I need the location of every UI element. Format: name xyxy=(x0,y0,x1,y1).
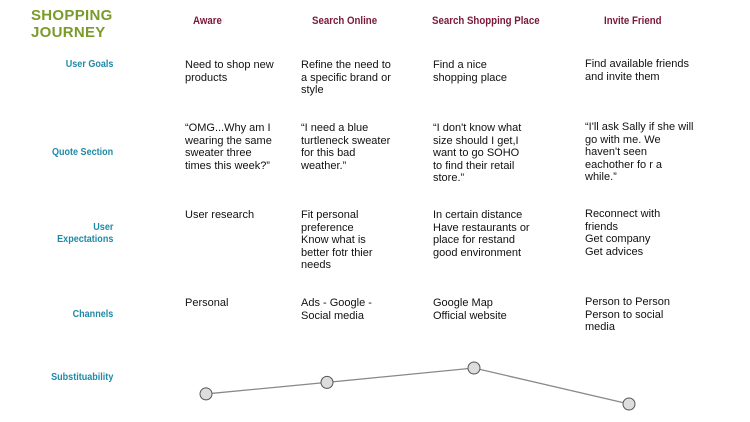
cell-user-goals-invite-friend: Find available friends and invite them xyxy=(585,58,735,83)
cell-text: Reconnect with friends Get company Get a… xyxy=(585,208,661,258)
cell-expectations-search-shopping-place: In certain distance Have restaurants or … xyxy=(433,209,563,259)
row-label-user-expectations-line-1: User xyxy=(92,221,113,233)
row-label-user-goals: User Goals xyxy=(65,58,113,70)
cell-channels-aware: Personal xyxy=(185,297,295,310)
cell-text: Person to Person Person to social media xyxy=(585,296,670,334)
cell-quote-search-online: “I need a blue turtleneck sweater for th… xyxy=(301,122,421,172)
row-label-substitutability: Substituability xyxy=(50,371,113,383)
cell-text: Find available friends and invite them xyxy=(585,58,689,83)
row-label-user-expectations: User Expectations xyxy=(57,221,113,245)
cell-channels-search-online: Ads - Google - Social media xyxy=(301,297,421,322)
row-label-user-expectations-line-2: Expectations xyxy=(56,233,113,245)
cell-text: “I need a blue turtleneck sweater for th… xyxy=(301,122,391,172)
cell-expectations-search-online: Fit personal preference Know what is bet… xyxy=(301,209,421,272)
cell-text: “I'll ask Sally if she will go with me. … xyxy=(585,121,694,184)
cell-text: In certain distance Have restaurants or … xyxy=(433,209,530,259)
substitutability-point-1 xyxy=(199,387,213,401)
cell-channels-invite-friend: Person to Person Person to social media xyxy=(585,296,735,334)
substitutability-line xyxy=(205,367,630,405)
cell-quote-aware: “OMG...Why am I wearing the same sweater… xyxy=(185,122,295,172)
cell-expectations-invite-friend: Reconnect with friends Get company Get a… xyxy=(585,208,735,258)
cell-text: Personal xyxy=(185,297,229,309)
cell-channels-search-shopping-place: Google Map Official website xyxy=(433,297,563,322)
cell-user-goals-search-online: Refine the need to a specific brand or s… xyxy=(301,59,421,97)
cell-text: Find a nice shopping place xyxy=(433,59,508,84)
title-line-2: JOURNEY xyxy=(31,24,106,41)
cell-text: User research xyxy=(185,209,255,221)
cell-text: Google Map Official website xyxy=(433,297,507,322)
stage-search-shopping-place: Search Shopping Place xyxy=(432,15,540,27)
cell-text: Ads - Google - Social media xyxy=(301,297,372,322)
stage-search-online: Search Online xyxy=(312,15,378,27)
substitutability-point-2 xyxy=(320,375,334,389)
page-title: SHOPPING JOURNEY xyxy=(31,7,171,41)
cell-quote-invite-friend: “I'll ask Sally if she will go with me. … xyxy=(585,121,735,184)
substitutability-point-4 xyxy=(622,397,636,411)
stage-aware: Aware xyxy=(193,15,222,27)
cell-text: Refine the need to a specific brand or s… xyxy=(301,59,391,97)
cell-text: Fit personal preference Know what is bet… xyxy=(301,209,373,272)
substitutability-point-3 xyxy=(467,361,481,375)
row-label-channels: Channels xyxy=(72,308,113,320)
cell-quote-search-shopping-place: “I don't know what size should I get,I w… xyxy=(433,122,563,185)
cell-text: Need to shop new products xyxy=(185,59,274,84)
row-label-quote-section: Quote Section xyxy=(51,146,113,158)
cell-user-goals-search-shopping-place: Find a nice shopping place xyxy=(433,59,563,84)
cell-user-goals-aware: Need to shop new products xyxy=(185,59,295,84)
cell-text: “OMG...Why am I wearing the same sweater… xyxy=(185,122,272,172)
cell-text: “I don't know what size should I get,I w… xyxy=(433,122,522,185)
cell-expectations-aware: User research xyxy=(185,209,295,222)
stage-invite-friend: Invite Friend xyxy=(604,15,662,27)
title-line-1: SHOPPING xyxy=(31,7,113,24)
